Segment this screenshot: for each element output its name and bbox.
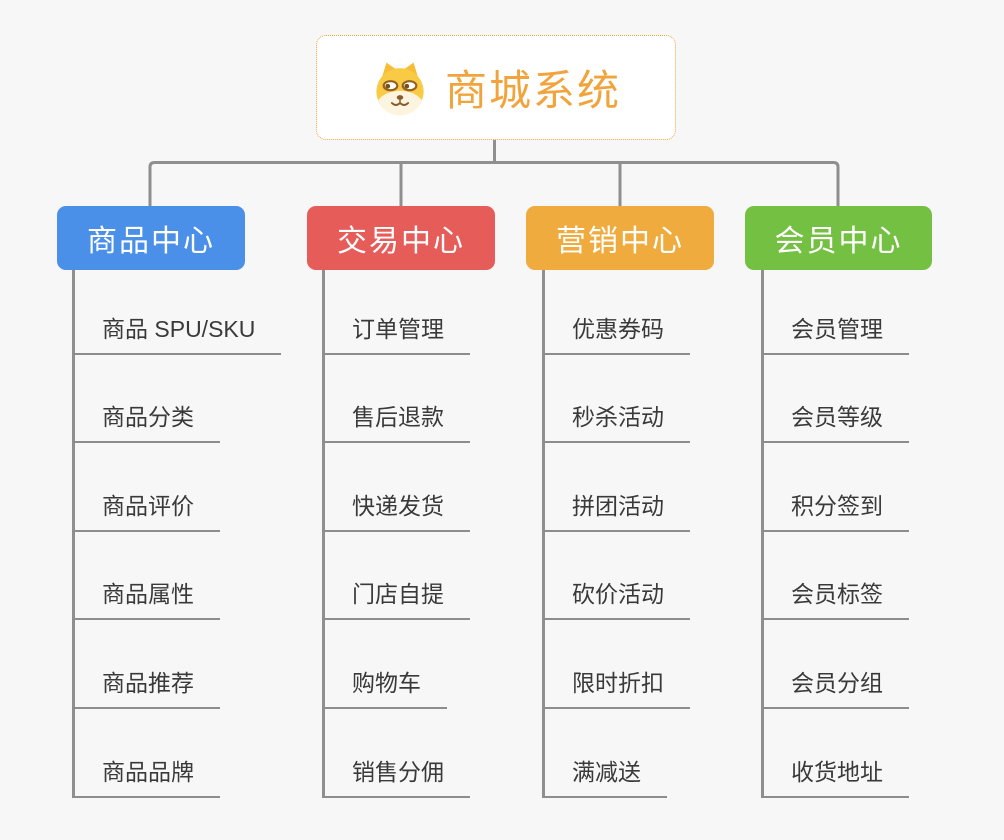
branch-trade-center[interactable]: 交易中心 xyxy=(307,206,495,270)
branch-product-center[interactable]: 商品中心 xyxy=(57,206,245,270)
leaf-label: 优惠券码 xyxy=(542,310,690,355)
column-member-items: 会员管理 会员等级 积分签到 会员标签 会员分组 收货地址 xyxy=(761,266,909,798)
leaf-item[interactable]: 商品 SPU/SKU xyxy=(72,266,282,355)
leaf-label: 商品评价 xyxy=(72,487,220,532)
leaf-label: 会员标签 xyxy=(761,575,909,621)
leaf-label: 秒杀活动 xyxy=(542,398,690,444)
leaf-label: 收货地址 xyxy=(761,753,909,798)
leaf-label: 快递发货 xyxy=(322,487,470,532)
leaf-item[interactable]: 砍价活动 xyxy=(542,532,690,621)
leaf-item[interactable]: 商品品牌 xyxy=(72,709,281,798)
leaf-label: 会员管理 xyxy=(761,310,909,355)
leaf-label: 商品推荐 xyxy=(72,664,220,709)
column-product-items: 商品 SPU/SKU 商品分类 商品评价 商品属性 商品推荐 商品品牌 xyxy=(72,266,282,798)
leaf-item[interactable]: 售后退款 xyxy=(322,355,470,444)
leaf-item[interactable]: 会员管理 xyxy=(761,266,909,355)
leaf-label: 会员分组 xyxy=(761,664,909,709)
column-trade-items: 订单管理 售后退款 快递发货 门店自提 购物车 销售分佣 xyxy=(322,266,470,798)
leaf-label: 会员等级 xyxy=(761,398,909,444)
leaf-label: 商品 SPU/SKU xyxy=(72,310,282,355)
branch-label: 营销中心 xyxy=(556,225,684,258)
leaf-label: 限时折扣 xyxy=(542,664,690,709)
leaf-item[interactable]: 限时折扣 xyxy=(542,620,690,709)
leaf-label: 售后退款 xyxy=(322,398,470,444)
branch-label: 商品中心 xyxy=(87,225,215,258)
leaf-label: 购物车 xyxy=(322,664,447,709)
leaf-item[interactable]: 销售分佣 xyxy=(322,709,470,798)
leaf-item[interactable]: 商品属性 xyxy=(72,532,281,621)
leaf-item[interactable]: 秒杀活动 xyxy=(542,355,690,444)
leaf-item[interactable]: 拼团活动 xyxy=(542,443,690,532)
branch-label: 交易中心 xyxy=(337,225,465,258)
leaf-item[interactable]: 会员等级 xyxy=(761,355,909,444)
leaf-item[interactable]: 会员分组 xyxy=(761,620,909,709)
leaf-item[interactable]: 会员标签 xyxy=(761,532,909,621)
leaf-item[interactable]: 商品评价 xyxy=(72,443,281,532)
dog-face-icon xyxy=(376,62,424,115)
root-node[interactable]: 商城系统 xyxy=(316,35,676,140)
leaf-item[interactable]: 满减送 xyxy=(542,709,690,798)
branch-label: 会员中心 xyxy=(774,225,903,258)
leaf-label: 销售分佣 xyxy=(322,753,470,798)
leaf-item[interactable]: 收货地址 xyxy=(761,709,909,798)
leaf-label: 积分签到 xyxy=(761,487,909,532)
leaf-item[interactable]: 积分签到 xyxy=(761,443,909,532)
leaf-item[interactable]: 购物车 xyxy=(322,620,470,709)
leaf-label: 满减送 xyxy=(542,753,667,798)
column-marketing-items: 优惠券码 秒杀活动 拼团活动 砍价活动 限时折扣 满减送 xyxy=(542,266,690,798)
leaf-label: 门店自提 xyxy=(322,575,470,621)
leaf-item[interactable]: 商品推荐 xyxy=(72,620,281,709)
leaf-item[interactable]: 门店自提 xyxy=(322,532,470,621)
leaf-item[interactable]: 订单管理 xyxy=(322,266,470,355)
leaf-item[interactable]: 快递发货 xyxy=(322,443,470,532)
branch-rail-line xyxy=(148,161,840,207)
leaf-item[interactable]: 商品分类 xyxy=(72,355,281,444)
leaf-label: 订单管理 xyxy=(322,310,470,355)
leaf-label: 商品品牌 xyxy=(72,753,220,798)
leaf-label: 砍价活动 xyxy=(542,575,690,621)
leaf-label: 拼团活动 xyxy=(542,487,690,532)
leaf-label: 商品属性 xyxy=(72,575,220,621)
root-title: 商城系统 xyxy=(444,67,621,114)
branch-marketing-center[interactable]: 营销中心 xyxy=(526,206,714,270)
branch-member-center[interactable]: 会员中心 xyxy=(745,206,932,270)
leaf-label: 商品分类 xyxy=(72,398,220,444)
leaf-item[interactable]: 优惠券码 xyxy=(542,266,690,355)
